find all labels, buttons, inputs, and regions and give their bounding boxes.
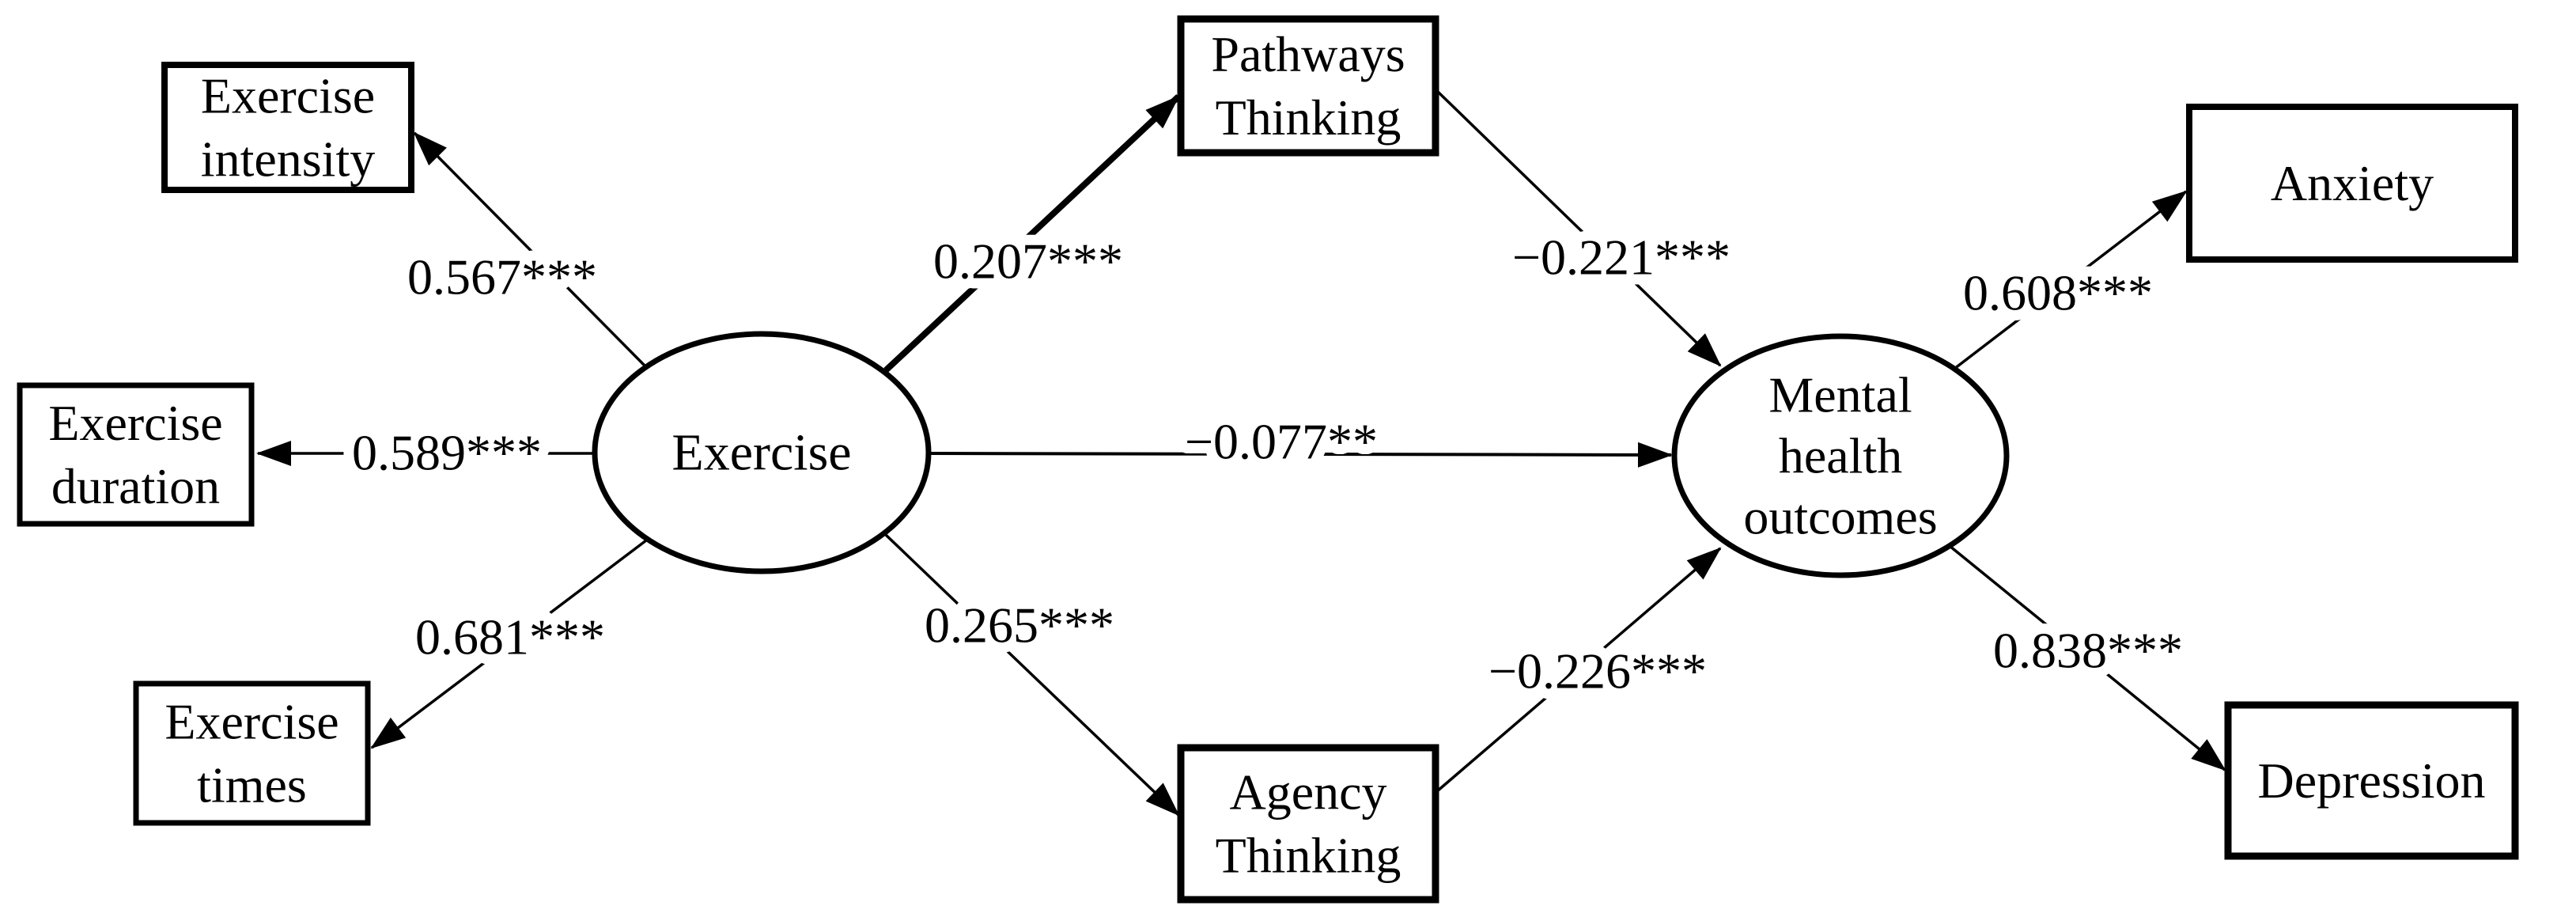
coefficient-label-exercise-to-mental-health: −0.077** (1185, 414, 1378, 470)
exercise-times-label-line-2: times (197, 757, 307, 813)
coefficient-label-exercise-to-intensity: 0.567*** (407, 249, 597, 305)
node-exercise-duration: Exercise duration (17, 382, 255, 527)
edge-agency-to-mental-health (1436, 547, 1722, 793)
depression-label-line-1: Depression (2258, 752, 2486, 809)
edge-exercise-to-mental-health (928, 442, 1673, 468)
coefficient-label-exercise-to-duration: 0.589*** (352, 425, 542, 481)
exercise-duration-box (17, 382, 255, 527)
edge-mental-health-to-depression (1948, 544, 2226, 771)
coefficient-label-exercise-to-agency: 0.265*** (925, 597, 1114, 654)
exercise-intensity-label-line-2: intensity (201, 131, 375, 188)
exercise-label-line-1: Exercise (671, 424, 851, 482)
depression-box (2224, 701, 2519, 860)
pathways-thinking-label-line-1: Pathways (1211, 26, 1405, 82)
edge-exercise-to-times (370, 539, 648, 749)
agency-thinking-label-line-2: Thinking (1216, 828, 1401, 884)
edge-exercise-to-agency (884, 533, 1180, 817)
node-exercise: Exercise (592, 331, 932, 574)
node-depression: Depression (2224, 701, 2519, 860)
edge-mental-health-to-anxiety (1953, 190, 2188, 370)
anxiety-box (2186, 104, 2518, 263)
node-exercise-intensity: Exercise intensity (161, 62, 414, 193)
coefficient-label-exercise-to-times: 0.681*** (415, 609, 605, 665)
exercise-duration-label-line-2: duration (51, 458, 220, 514)
anxiety-label-line-1: Anxiety (2271, 155, 2434, 211)
exercise-duration-label-line-1: Exercise (48, 395, 222, 451)
mental-health-outcomes-ellipse (1671, 333, 2010, 578)
exercise-intensity-label-line-1: Exercise (201, 68, 375, 124)
coefficient-label-mental-health-to-depression: 0.838*** (1993, 623, 2183, 679)
node-anxiety: Anxiety (2186, 104, 2518, 263)
mental-health-outcomes-label-line-1: Mental (1768, 367, 1912, 423)
pathways-thinking-box (1177, 15, 1439, 157)
edge-exercise-to-intensity (413, 131, 649, 370)
agency-thinking-box (1177, 744, 1439, 904)
exercise-ellipse (592, 331, 932, 574)
mental-health-outcomes-label-line-2: health (1779, 428, 1902, 484)
pathways-thinking-label-line-2: Thinking (1216, 89, 1401, 146)
agency-thinking-label-line-1: Agency (1229, 764, 1386, 821)
coefficient-label-agency-to-mental-health: −0.226*** (1488, 643, 1707, 699)
node-exercise-times: Exercise times (133, 680, 371, 826)
coefficient-label-exercise-to-pathways: 0.207*** (933, 233, 1123, 290)
coefficient-label-mental-health-to-anxiety: 0.608*** (1963, 265, 2153, 321)
coefficient-label-pathways-to-mental-health: −0.221*** (1512, 229, 1731, 286)
edge-pathways-to-mental-health (1436, 89, 1722, 367)
mental-health-outcomes-label-line-3: outcomes (1743, 489, 1937, 545)
edge-exercise-to-pathways (883, 94, 1181, 373)
exercise-intensity-box (161, 62, 414, 193)
exercise-times-label-line-1: Exercise (165, 694, 339, 750)
exercise-times-box (133, 680, 371, 826)
